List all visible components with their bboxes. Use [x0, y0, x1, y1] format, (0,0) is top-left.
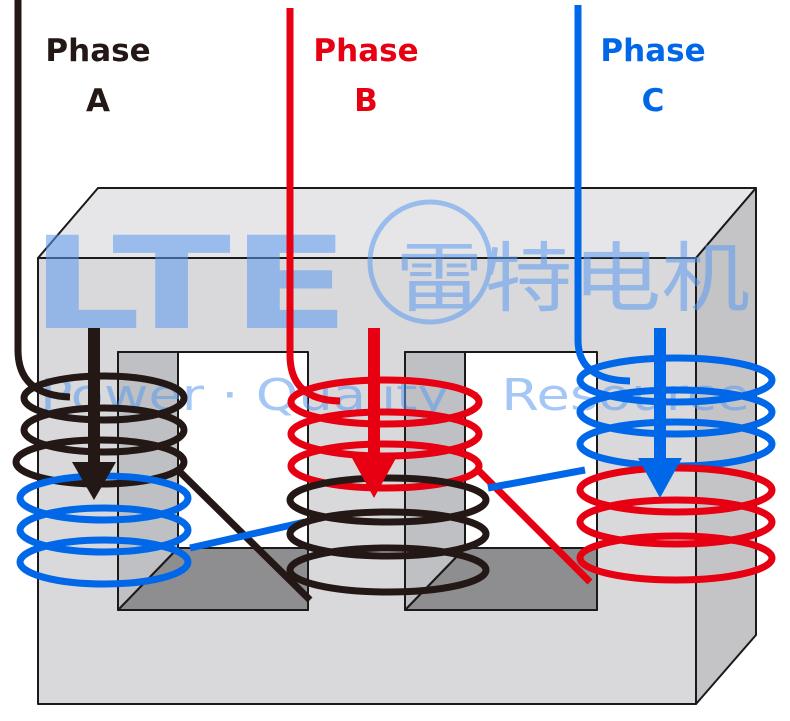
- coil-b-turn: [287, 408, 483, 460]
- watermark: LTE 雷特电机 Power · Quality · Resource: [30, 199, 750, 421]
- coil-a-turn: [20, 404, 188, 456]
- phase-c-label: Phase: [600, 33, 705, 69]
- watermark-chinese: 雷特电机: [395, 234, 750, 323]
- coil-b-turn: [576, 496, 776, 548]
- phase-a-label: Phase: [45, 33, 150, 69]
- phase-b-letter: B: [354, 83, 378, 119]
- coil-a-turn: [20, 372, 188, 424]
- phase-c-letter: C: [642, 83, 665, 119]
- coil-leg-2: [286, 376, 490, 596]
- watermark-logo: LTE: [30, 210, 350, 359]
- coil-a-turn: [286, 474, 490, 526]
- coil-a-turn: [286, 508, 490, 560]
- flux-arrow-b: [352, 328, 396, 498]
- phase-c-lead-wire: [574, 5, 631, 385]
- phase-a-lead-wire: [14, 0, 71, 401]
- flux-arrow-a: [72, 328, 116, 500]
- coil-b-turn: [576, 532, 776, 584]
- coil-c-turn: [16, 536, 192, 588]
- phase-c-connection-wire-1: [189, 518, 306, 552]
- coil-c-turn: [576, 386, 776, 438]
- watermark-circle: [367, 199, 493, 325]
- coil-c-turn: [16, 504, 192, 556]
- phase-b-label: Phase: [313, 33, 418, 69]
- coil-a-turn: [286, 544, 490, 596]
- coil-c-turn: [576, 354, 776, 406]
- phase-a-letter: A: [86, 83, 110, 119]
- phase-b-lead-wire: [286, 8, 341, 405]
- phase-c-connection-wire-2: [487, 466, 586, 492]
- coil-b-turn: [287, 376, 483, 428]
- coil-b-turn: [287, 440, 483, 492]
- flux-arrow-c: [638, 328, 682, 498]
